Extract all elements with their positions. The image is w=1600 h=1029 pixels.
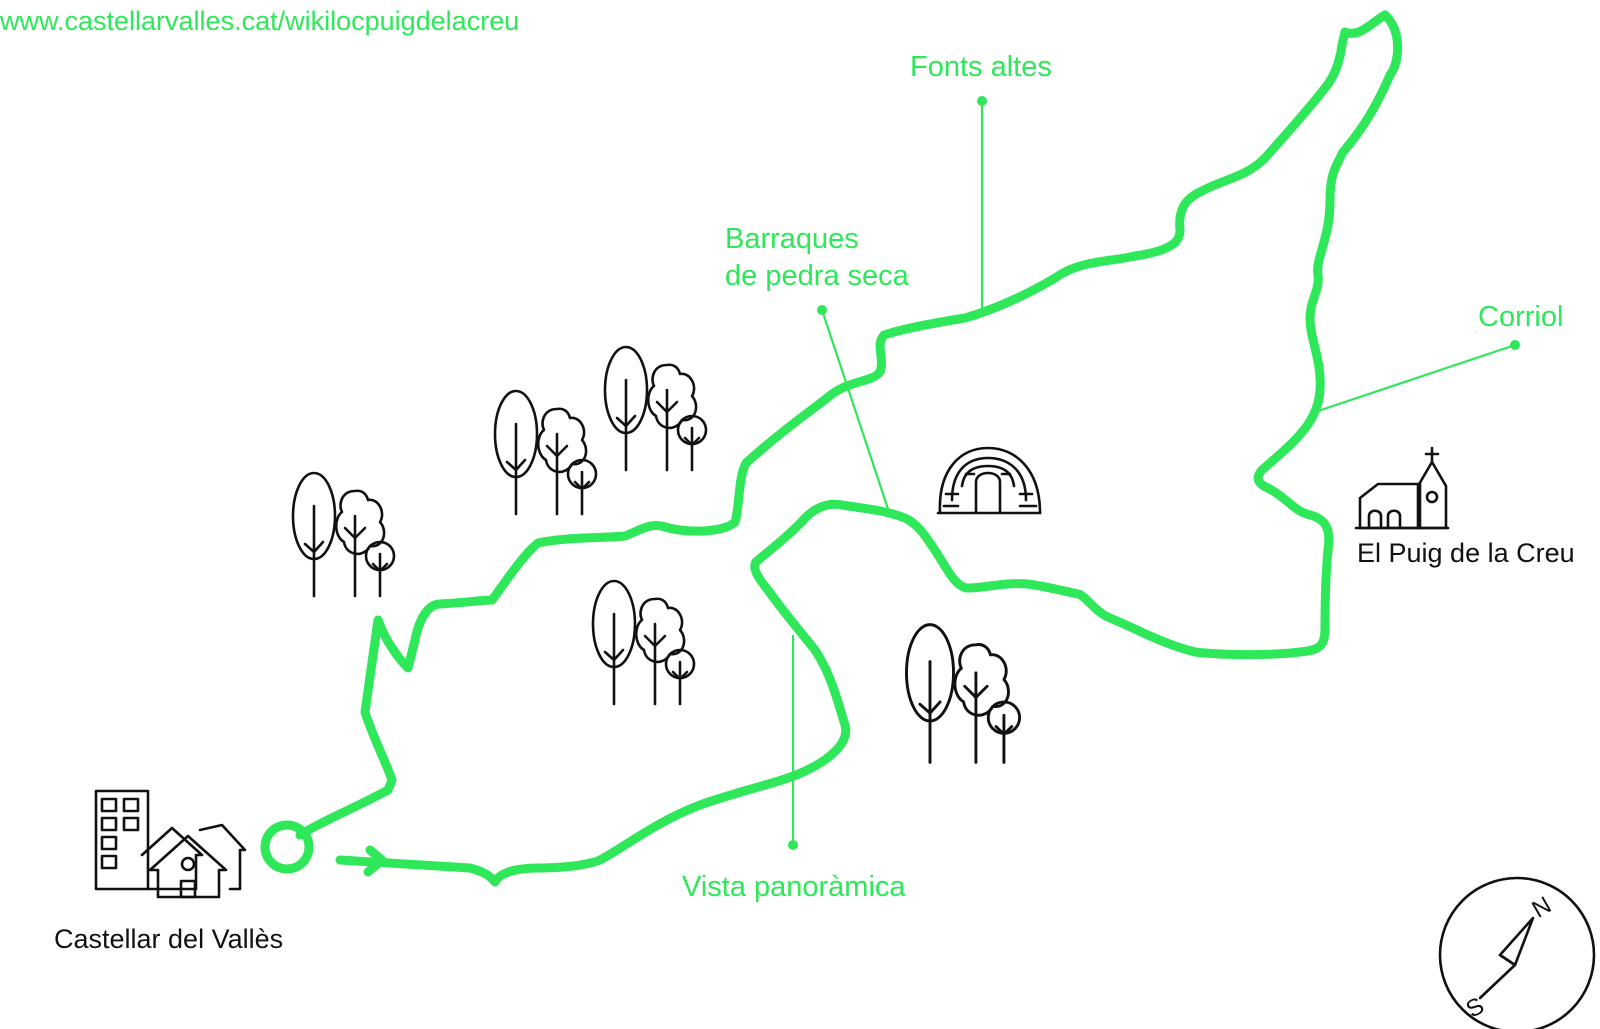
tree-group-icon [493,389,598,516]
barraques-callout [817,305,892,516]
vista-label: Vista panoràmica [682,871,906,903]
compass-south-label: S [1461,992,1488,1023]
compass-icon: N S [1438,876,1596,1029]
corriol-callout [1314,340,1520,414]
castellar-label: Castellar del Vallès [54,924,283,954]
tree-group-icon [591,579,696,706]
fonts-altes-label: Fonts altes [910,51,1052,83]
vista-callout [788,635,798,850]
church-icon [1354,446,1450,530]
direction-arrow-icon [363,845,387,877]
barraques-label-line2: de pedra seca [725,260,910,292]
source-url[interactable]: www.castellarvalles.cat/wikilocpuigdelac… [0,6,519,36]
town-icon [94,789,247,899]
fonts-altes-callout [977,96,987,312]
el-puig-label: El Puig de la Creu [1357,538,1575,568]
tree-group-icon [905,623,1022,764]
start-circle-icon [260,820,314,874]
dry-stone-hut-icon [936,446,1042,515]
barraques-label-line1: Barraques [725,223,859,255]
corriol-label: Corriol [1478,301,1563,333]
tree-group-icon [603,345,708,472]
tree-group-icon [291,471,396,598]
route-path [295,10,1403,887]
